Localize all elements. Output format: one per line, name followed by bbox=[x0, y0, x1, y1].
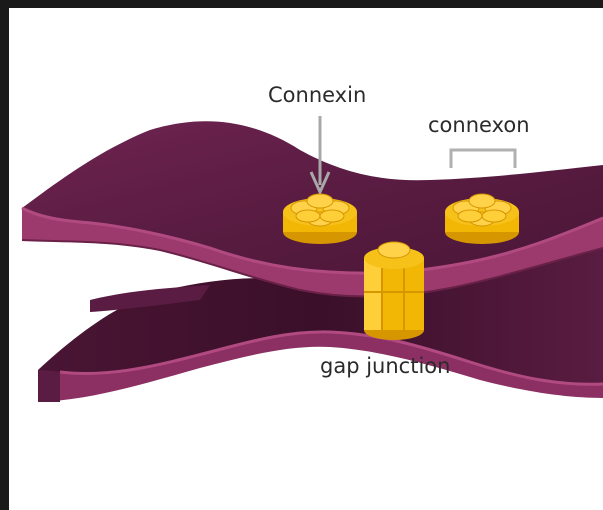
frame-left bbox=[0, 0, 9, 510]
gap-junction-label: gap junction bbox=[320, 354, 450, 378]
gap-junction-channel bbox=[364, 242, 424, 340]
connexin-arrow bbox=[311, 116, 329, 192]
frame-top bbox=[0, 0, 603, 8]
connexin-label: Connexin bbox=[268, 83, 366, 107]
connexon-bracket bbox=[451, 150, 515, 168]
connexon-label: connexon bbox=[428, 113, 530, 137]
